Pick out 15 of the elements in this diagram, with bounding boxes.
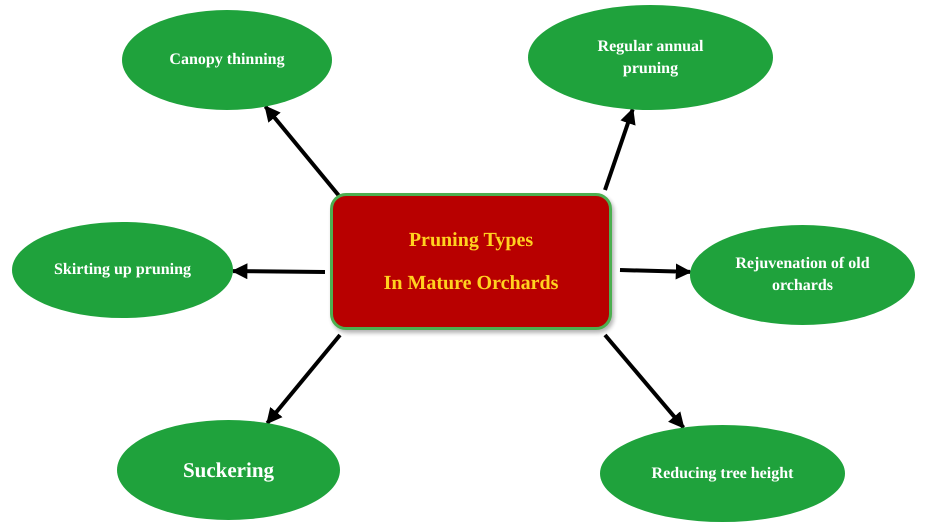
title-box (330, 193, 612, 330)
title-text: Pruning Types (408, 228, 534, 252)
node-label: Suckering (182, 456, 274, 484)
arrow (603, 334, 686, 429)
title-text: In Mature Orchards (384, 272, 558, 294)
arrow (620, 264, 692, 280)
node-label: Canopy thinning (169, 50, 285, 70)
arrow (266, 334, 342, 424)
node-label: Rejuvenation of old orchards (734, 254, 871, 296)
node-label: Regular annual pruning (596, 36, 704, 78)
arrow (231, 263, 326, 280)
arrow (603, 108, 636, 191)
node-label: Reducing tree height (652, 464, 794, 484)
arrow (264, 105, 342, 198)
node-label: Skirting up pruning (54, 260, 191, 280)
